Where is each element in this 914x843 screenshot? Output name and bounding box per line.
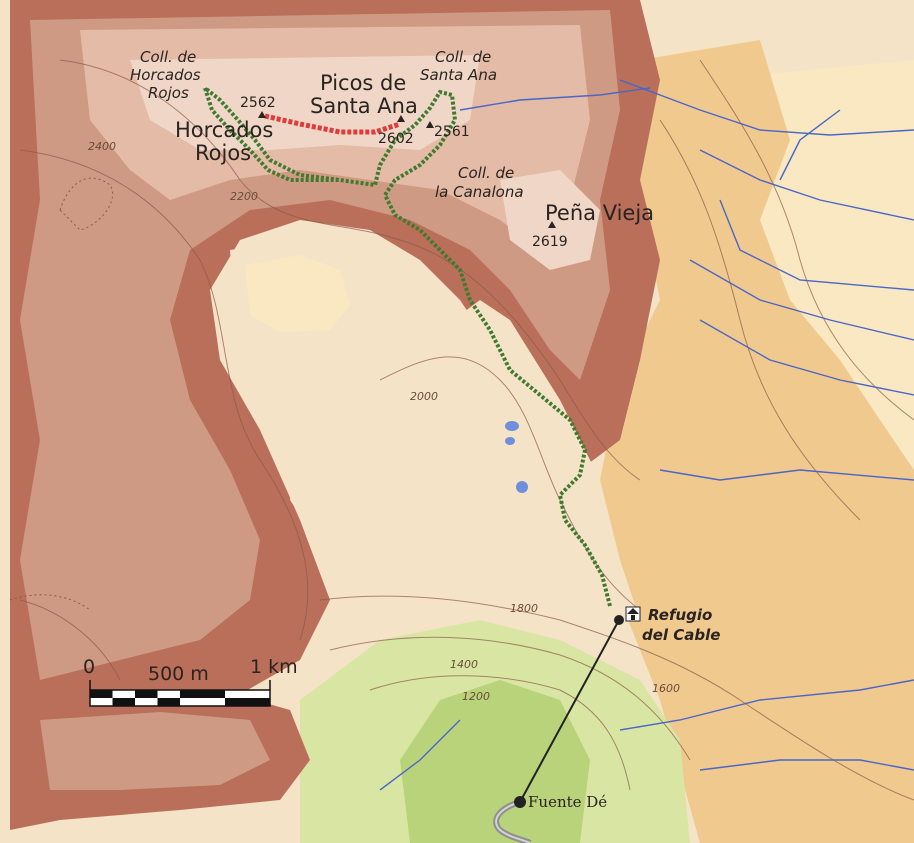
contour-label-2200: 2200 <box>230 190 258 203</box>
contour-label-1600: 1600 <box>652 682 680 695</box>
rock-sw-mid <box>40 712 270 790</box>
contour-label-2000: 2000 <box>410 390 438 403</box>
streams <box>379 79 914 791</box>
label-fuente-de: Fuente Dé <box>528 793 607 811</box>
height-2619: 2619 <box>532 234 568 250</box>
peak-triangle-icon <box>548 221 556 228</box>
scale-label-zero: 0 <box>83 656 95 678</box>
plateau-meadow <box>245 255 350 332</box>
contour-label-2400: 2400 <box>88 140 116 153</box>
cable-station-dot-icon <box>514 796 526 808</box>
label-picos-2: Santa Ana <box>310 94 418 118</box>
height-2602: 2602 <box>378 131 414 147</box>
peak-markers <box>258 111 556 228</box>
hiking-trail <box>201 82 612 607</box>
label-horcados-1: Horcados <box>175 118 273 142</box>
dotted-contours <box>9 177 114 611</box>
label-coll-santa-2: Santa Ana <box>420 66 497 84</box>
label-coll-santa-1: Coll. de <box>435 48 491 66</box>
forest-valley-deep <box>400 680 590 843</box>
contour-label-1400: 1400 <box>450 658 478 671</box>
ridge-route <box>264 113 401 135</box>
height-2561: 2561 <box>434 124 470 140</box>
lakes <box>505 421 528 493</box>
label-coll-horcados-3: Rojos <box>148 84 189 102</box>
meadow-east <box>600 40 914 843</box>
scale-label-half: 500 m <box>148 663 209 685</box>
cable-car-line <box>519 619 620 803</box>
label-pena-vieja: Peña Vieja <box>545 201 654 225</box>
height-2562: 2562 <box>240 95 276 111</box>
label-horcados-2: Rojos <box>195 141 251 165</box>
label-picos-1: Picos de <box>320 71 406 95</box>
refuge-hut-icon <box>625 606 641 622</box>
label-refugio-2: del Cable <box>642 626 720 644</box>
label-coll-horcados-1: Coll. de <box>140 48 196 66</box>
cable-station-dot-icon <box>614 615 624 625</box>
rock-pale-summits <box>130 55 480 150</box>
central-meadow <box>290 300 640 620</box>
scale-label-one: 1 km <box>250 656 298 678</box>
peak-triangle-icon <box>426 121 434 128</box>
label-coll-canalona-1: Coll. de <box>458 164 514 182</box>
road-edge <box>495 801 531 843</box>
rock-pale-pena <box>500 170 600 270</box>
label-coll-canalona-2: la Canalona <box>435 183 524 201</box>
label-coll-horcados-2: Horcados <box>130 66 201 84</box>
scale-bar <box>89 680 271 707</box>
label-refugio-1: Refugio <box>648 606 712 624</box>
contour-label-1800: 1800 <box>510 602 538 615</box>
contour-label-1200: 1200 <box>462 690 490 703</box>
peak-triangle-icon <box>397 115 405 122</box>
peak-triangle-icon <box>258 111 266 118</box>
